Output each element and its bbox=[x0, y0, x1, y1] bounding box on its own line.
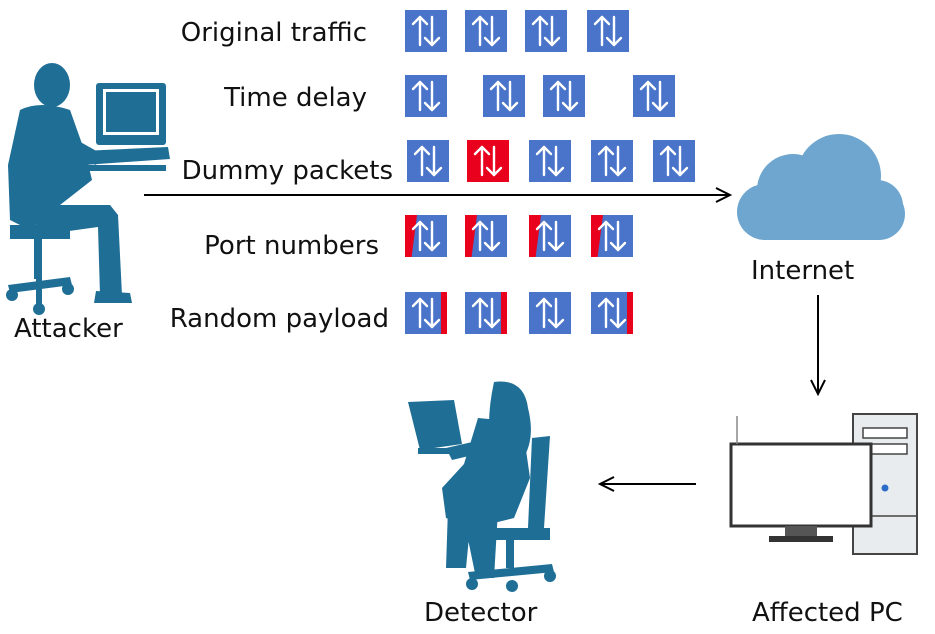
up-down-arrows-icon bbox=[411, 15, 441, 47]
up-down-arrows-icon bbox=[473, 145, 503, 177]
row-label-time-delay: Time delay bbox=[224, 83, 367, 113]
packet-1-2-plain bbox=[465, 10, 507, 52]
internet-label: Internet bbox=[751, 256, 855, 286]
random-payload-mark bbox=[501, 292, 507, 334]
up-down-arrows-icon bbox=[471, 15, 501, 47]
cloud-icon bbox=[737, 134, 905, 240]
packet-1-3-plain bbox=[525, 10, 567, 52]
row-label-dummy-packets: Dummy packets bbox=[181, 156, 393, 186]
packet-5-4-payload bbox=[591, 292, 633, 334]
packet-3-3-plain bbox=[529, 140, 571, 182]
up-down-arrows-icon bbox=[639, 80, 669, 112]
up-down-arrows-icon bbox=[411, 297, 441, 329]
up-down-arrows-icon bbox=[411, 220, 441, 252]
packet-4-3-port bbox=[529, 215, 571, 257]
packet-5-2-payload bbox=[465, 292, 507, 334]
up-down-arrows-icon bbox=[597, 220, 627, 252]
affected-pc-label: Affected PC bbox=[752, 598, 903, 628]
packet-2-4-plain bbox=[633, 75, 675, 117]
packet-2-1-plain bbox=[405, 75, 447, 117]
up-down-arrows-icon bbox=[471, 220, 501, 252]
up-down-arrows-icon bbox=[489, 80, 519, 112]
packet-3-4-plain bbox=[591, 140, 633, 182]
computer-icon bbox=[729, 413, 918, 555]
up-down-arrows-icon bbox=[531, 15, 561, 47]
row-label-port-numbers: Port numbers bbox=[204, 231, 379, 261]
packet-1-4-plain bbox=[587, 10, 629, 52]
packet-2-2-plain bbox=[483, 75, 525, 117]
packet-3-5-plain bbox=[653, 140, 695, 182]
up-down-arrows-icon bbox=[411, 80, 441, 112]
packet-4-2-port bbox=[465, 215, 507, 257]
row-label-original-traffic: Original traffic bbox=[180, 18, 367, 48]
packet-4-4-port bbox=[591, 215, 633, 257]
packet-3-2-dummy bbox=[467, 140, 509, 182]
up-down-arrows-icon bbox=[413, 145, 443, 177]
up-down-arrows-icon bbox=[597, 145, 627, 177]
attacker-icon bbox=[6, 63, 170, 315]
up-down-arrows-icon bbox=[535, 220, 565, 252]
up-down-arrows-icon bbox=[659, 145, 689, 177]
up-down-arrows-icon bbox=[597, 297, 627, 329]
packet-5-3-plain bbox=[529, 292, 571, 334]
packet-1-1-plain bbox=[405, 10, 447, 52]
packet-3-1-plain bbox=[407, 140, 449, 182]
up-down-arrows-icon bbox=[593, 15, 623, 47]
detector-icon bbox=[408, 381, 556, 592]
attacker-label: Attacker bbox=[14, 314, 123, 344]
up-down-arrows-icon bbox=[535, 145, 565, 177]
random-payload-mark bbox=[441, 292, 447, 334]
packet-5-1-payload bbox=[405, 292, 447, 334]
random-payload-mark bbox=[627, 292, 633, 334]
up-down-arrows-icon bbox=[535, 297, 565, 329]
packet-4-1-port bbox=[405, 215, 447, 257]
detector-label: Detector bbox=[424, 598, 538, 628]
up-down-arrows-icon bbox=[471, 297, 501, 329]
packet-2-3-plain bbox=[543, 75, 585, 117]
row-label-random-payload: Random payload bbox=[169, 304, 389, 334]
up-down-arrows-icon bbox=[549, 80, 579, 112]
